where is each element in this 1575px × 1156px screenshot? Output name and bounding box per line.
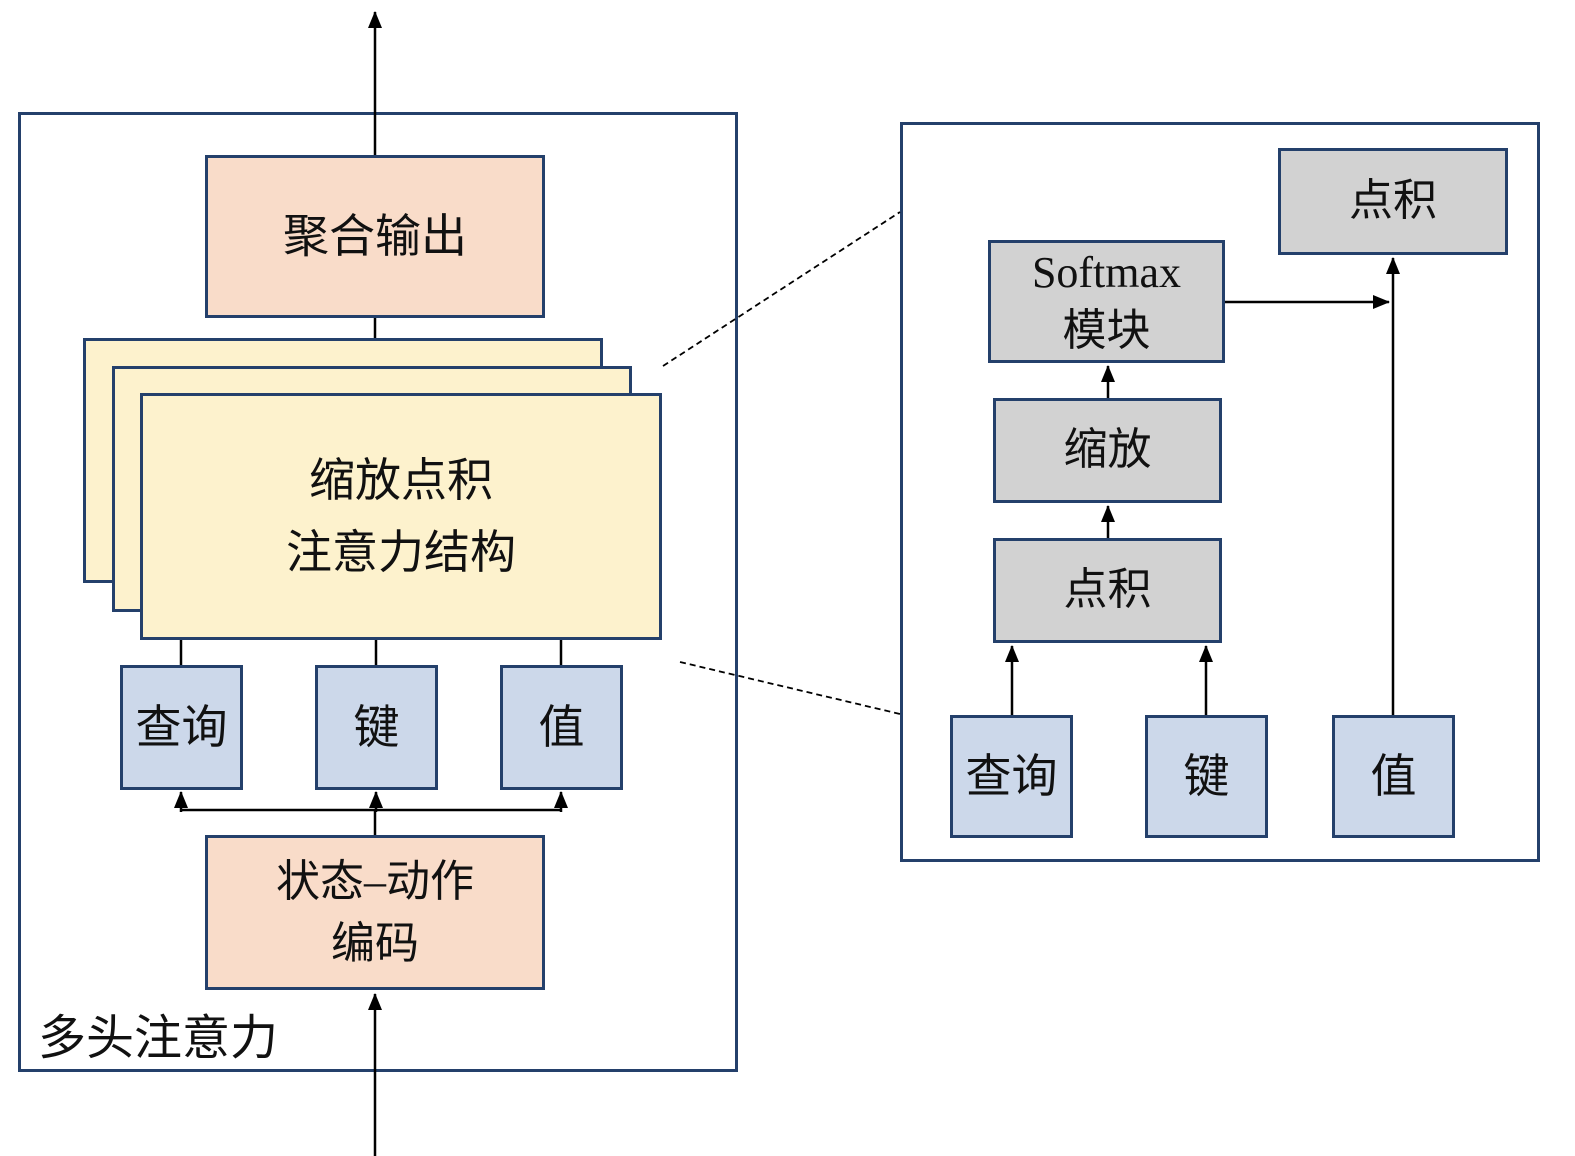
softmax-label-line2: 模块	[1062, 305, 1151, 355]
softmax-label-line1: Softmax	[1031, 248, 1182, 298]
attention-stack-label-line2: 注意力结构	[286, 526, 516, 578]
key-label-right: 键	[1183, 750, 1230, 802]
encoder-label-line1: 状态–动作	[276, 856, 474, 906]
key-box-right: 键	[1145, 715, 1268, 838]
encoder-label-line2: 编码	[331, 918, 419, 968]
multi-head-attention-title: 多头注意力	[38, 1012, 279, 1065]
attention-stack-front-box: 缩放点积 注意力结构	[140, 393, 662, 640]
value-box-left: 值	[500, 665, 623, 790]
query-box-right: 查询	[950, 715, 1073, 838]
dot-product-box: 点积	[993, 538, 1222, 643]
value-box-right: 值	[1332, 715, 1455, 838]
aggregate-output-label: 聚合输出	[283, 210, 467, 262]
value-label-left: 值	[538, 701, 585, 753]
value-label-right: 值	[1370, 750, 1417, 802]
dot-product-label: 点积	[1063, 565, 1152, 615]
key-label-left: 键	[353, 701, 400, 753]
query-label-left: 查询	[135, 701, 228, 753]
scale-label: 缩放	[1063, 425, 1152, 475]
query-box-left: 查询	[120, 665, 243, 790]
attention-stack-label-line1: 缩放点积	[309, 455, 493, 507]
state-action-encoder-box: 状态–动作 编码	[205, 835, 545, 990]
softmax-module-box: Softmax 模块	[988, 240, 1225, 363]
aggregate-output-box: 聚合输出	[205, 155, 545, 318]
scale-box: 缩放	[993, 398, 1222, 503]
dot-product-output-label: 点积	[1349, 176, 1437, 226]
key-box-left: 键	[315, 665, 438, 790]
dot-product-output-box: 点积	[1278, 148, 1508, 255]
query-label-right: 查询	[965, 750, 1058, 802]
